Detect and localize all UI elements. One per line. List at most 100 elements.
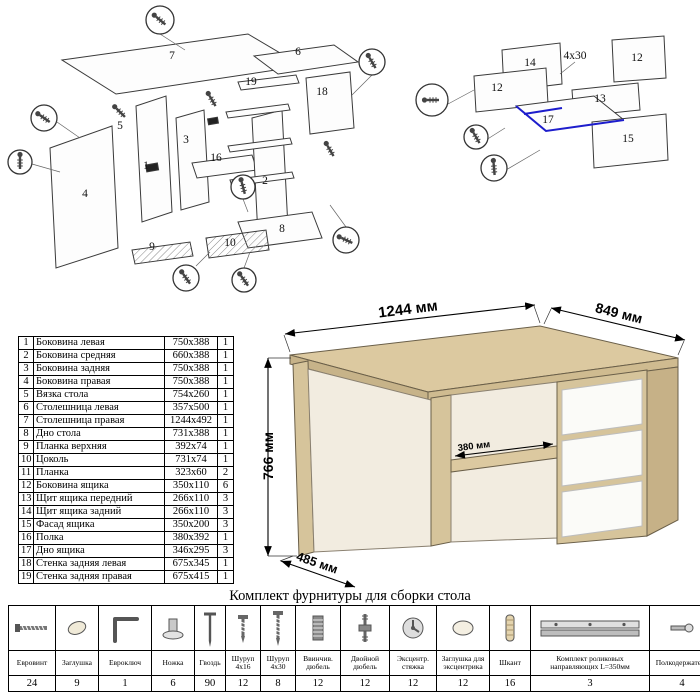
hardware-item-count: 4 [649,675,700,692]
hardware-item-count: 12 [436,675,490,692]
part-name: Щит ящика передний [33,492,165,506]
screw-4x16-icon [225,605,261,651]
drawer-slide-icon [530,605,650,651]
part-name: Боковина средняя [33,349,165,363]
part-number: 7 [18,414,34,428]
part-number: 17 [18,544,34,558]
part-size: 1244x492 [164,414,218,428]
part-name: Боковина задняя [33,362,165,376]
extension-lines [268,305,685,562]
desk-opening-left [307,368,432,553]
nail-icon [194,605,226,651]
part-size: 731x388 [164,427,218,441]
part-qty: 1 [217,440,234,454]
part-qty: 1 [217,531,234,545]
part-size: 380x392 [164,531,218,545]
part-name: Цоколь [33,453,165,467]
hardware-item-label: Заглушка для эксцентрика [436,650,490,676]
part-number: 10 [18,453,34,467]
exploded-views-svg [7,5,669,293]
part-size: 350x110 [164,479,218,493]
dimension-height-label: 766 мм [260,432,276,480]
screw-4x30-icon [260,605,296,651]
part-name: Боковина ящика [33,479,165,493]
part-qty: 1 [217,401,234,415]
panel-plank-9 [131,241,194,265]
panel-back-18 [305,71,355,135]
part-qty: 2 [217,466,234,480]
part-size: 346x295 [164,544,218,558]
hardware-item-count: 1 [98,675,152,692]
foot-icon [151,605,195,651]
panel-top-left [252,44,360,75]
hardware-item-label: Евроключ [98,650,152,676]
cam-lock-icon [389,605,437,651]
hardware-item-count: 90 [194,675,226,692]
bracket-b [206,116,220,126]
double-dowel-icon [340,605,390,651]
part-qty: 1 [217,570,234,584]
part-number: 11 [18,466,34,480]
part-name: Полка [33,531,165,545]
part-name: Планка [33,466,165,480]
drawer-rail-b [227,137,293,153]
panel-plank-19 [237,74,300,91]
desk-drawer-3 [561,480,643,538]
part-name: Стенка задняя правая [33,570,165,584]
exploded-drawer-group [473,35,669,169]
part-size: 350x200 [164,518,218,532]
part-name: Стенка задняя левая [33,557,165,571]
part-name: Щит ящика задний [33,505,165,519]
dimension-lines [264,302,686,588]
desk-render-svg [264,302,686,588]
hardware-item-label: Эксцентр. стяжка [389,650,437,676]
part-number: 2 [18,349,34,363]
part-name: Боковина левая [33,336,165,350]
wood-dowel-icon [489,605,531,651]
hardware-item-count: 12 [295,675,341,692]
desk-right-panel [646,366,679,537]
part-name: Вязка стола [33,388,165,402]
part-qty: 1 [217,388,234,402]
part-number: 14 [18,505,34,519]
euro-screw-icon [8,605,56,651]
part-size: 750x388 [164,336,218,350]
part-qty: 1 [217,362,234,376]
part-qty: 1 [217,414,234,428]
part-size: 675x345 [164,557,218,571]
part-size: 266x110 [164,505,218,519]
part-qty: 3 [217,505,234,519]
hardware-item-count: 16 [489,675,531,692]
part-qty: 6 [217,479,234,493]
part-size: 660x388 [164,349,218,363]
bracket-a [144,162,160,173]
hardware-item-label: Двойной дюбель [340,650,390,676]
part-number: 1 [18,336,34,350]
shelf-pin-icon [649,605,700,651]
leader-lines [31,33,576,269]
hardware-item-count: 6 [151,675,195,692]
part-size: 357x500 [164,401,218,415]
part-size: 675x415 [164,570,218,584]
hardware-item-count: 3 [530,675,650,692]
part-number: 6 [18,401,34,415]
hardware-item-count: 8 [260,675,296,692]
